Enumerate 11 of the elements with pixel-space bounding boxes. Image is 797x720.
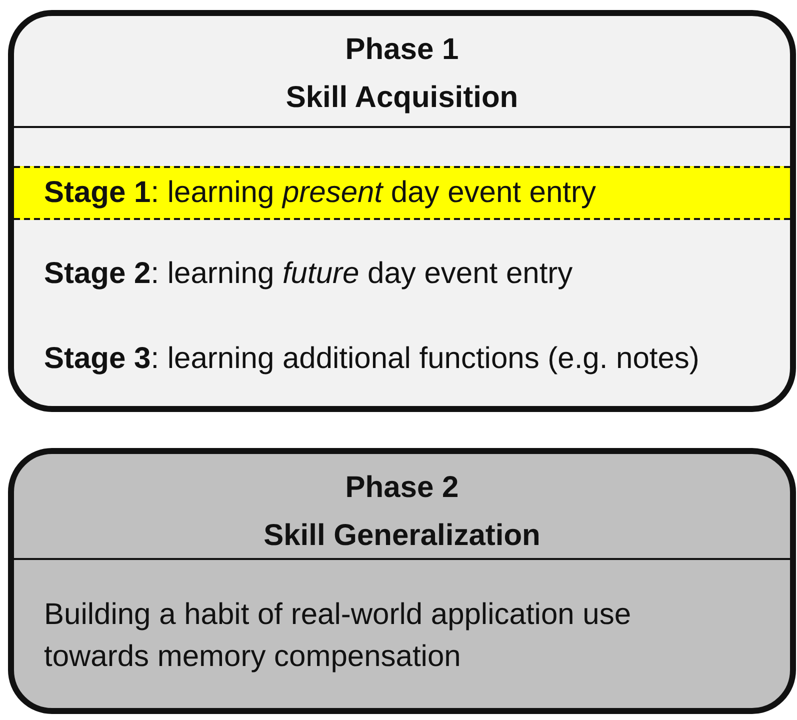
panel-heading: Phase 1 — [344, 32, 460, 68]
stage-text: Stage 3: learning additional functions (e.g. notes) — [44, 342, 700, 376]
stage-text: Stage 2: learning future day event entry — [44, 257, 573, 291]
panel-heading: Skill Acquisition — [284, 80, 520, 116]
phase-panel — [8, 10, 796, 412]
description-text: Building a habit of real-world application use towards memory compensation — [44, 597, 632, 675]
highlighted-stage-band — [14, 166, 790, 220]
panel-heading: Skill Generalization — [262, 518, 542, 554]
stage-text: Stage 1: learning present day event entry — [44, 176, 596, 210]
phase-panel — [8, 448, 796, 714]
panel-heading: Phase 2 — [344, 470, 460, 506]
